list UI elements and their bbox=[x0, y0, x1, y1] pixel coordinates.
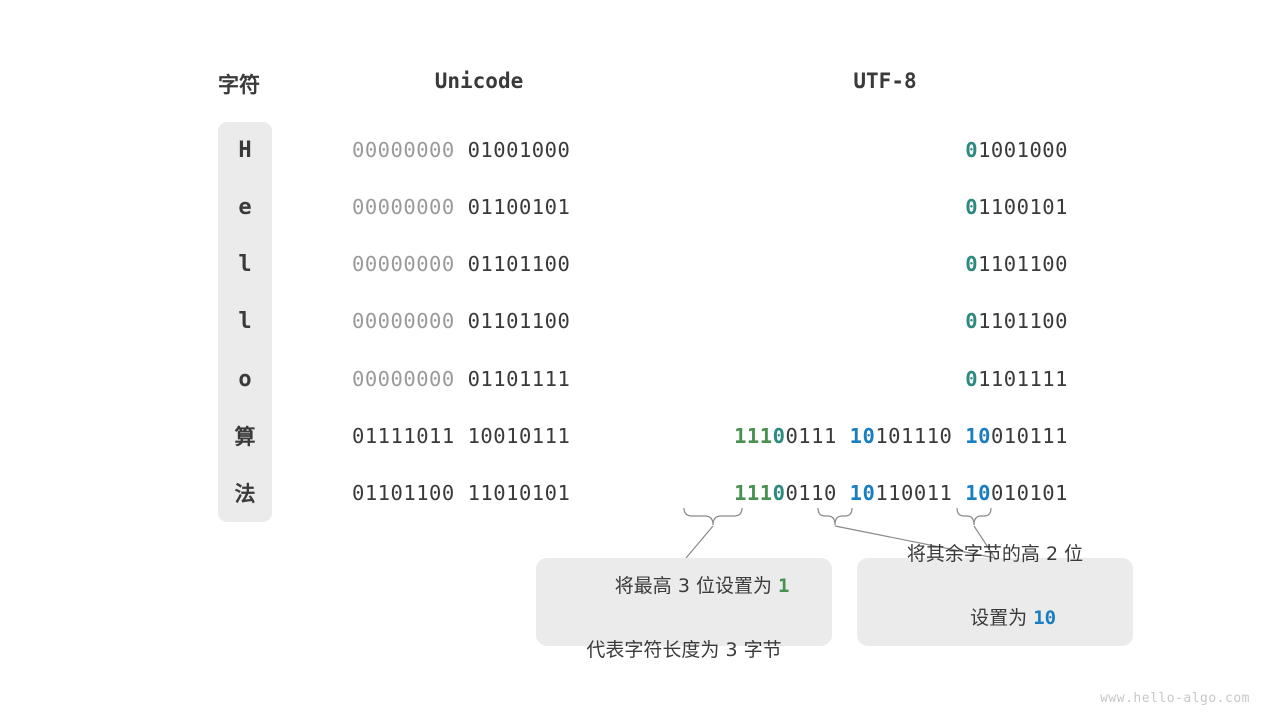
character-cell: H bbox=[238, 138, 252, 164]
character-cell: 算 bbox=[234, 425, 256, 450]
column-header-utf8: UTF-8 bbox=[853, 69, 917, 93]
character-cell: 法 bbox=[234, 482, 256, 507]
character-cell: l bbox=[238, 309, 252, 335]
callout-1-highlight: 1 bbox=[778, 575, 790, 597]
column-header-unicode: Unicode bbox=[434, 69, 524, 93]
callout-1-line-1-text: 将最高 3 位设置为 bbox=[614, 575, 778, 597]
character-cell: o bbox=[238, 366, 252, 392]
character-cell: l bbox=[238, 252, 252, 278]
column-header-character: 字符 bbox=[218, 73, 260, 97]
watermark: www.hello-algo.com bbox=[1100, 691, 1250, 706]
callout-2-line-1: 将其余字节的高 2 位 bbox=[906, 543, 1084, 565]
callout-2-highlight: 10 bbox=[1033, 607, 1057, 629]
callout-1-line-1: 将最高 3 位设置为 1 bbox=[579, 538, 790, 634]
callout-continuation-bits: 将其余字节的高 2 位 设置为 10 bbox=[857, 543, 1133, 646]
callout-1-line-2: 代表字符长度为 3 字节 bbox=[586, 639, 782, 661]
callout-2-line-2: 设置为 10 bbox=[934, 570, 1056, 666]
callout-leading-bits: 将最高 3 位设置为 1 代表字符长度为 3 字节 bbox=[536, 558, 832, 661]
character-cell: e bbox=[238, 195, 252, 221]
callout-2-line-2-text: 设置为 bbox=[970, 607, 1034, 629]
